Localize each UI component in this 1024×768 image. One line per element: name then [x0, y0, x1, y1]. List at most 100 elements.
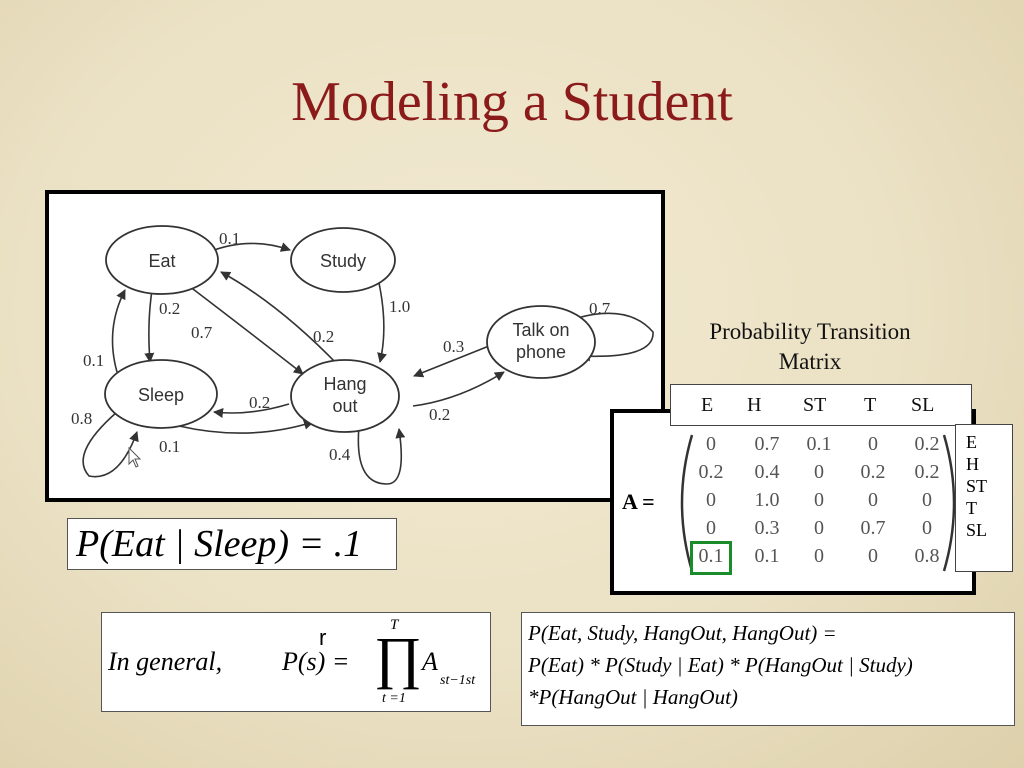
node-study	[290, 227, 396, 293]
row-label-sl: SL	[966, 520, 988, 540]
matrix-cell-r2-c2: 0	[814, 489, 824, 511]
matrix-cell-r4-c0: 0.1	[698, 545, 724, 567]
edge-eat-hang	[188, 285, 304, 375]
edge-label-study-hang: 1.0	[389, 297, 410, 316]
slide-title: Modeling a Student	[291, 71, 733, 133]
edge-label-hang-talk: 0.2	[429, 405, 450, 424]
equation-general-vector-mark: r	[319, 625, 327, 650]
edge-sleep-hang	[178, 419, 314, 434]
edge-eat-sleep	[144, 289, 155, 363]
matrix-cell-r0-c1: 0.7	[754, 433, 780, 455]
edge-talk-talk	[576, 312, 654, 362]
node-talk	[486, 305, 596, 379]
col-header-sl: SL	[911, 394, 935, 416]
edge-label-talk-hang: 0.3	[443, 337, 464, 356]
equation-general: In general, P(s) = r T ∏ t =1 A st−1st	[101, 612, 491, 712]
matrix-cell-r0-c0: 0	[706, 433, 716, 455]
equation-eat-given-sleep: P(Eat | Sleep) = .1	[67, 518, 397, 570]
matrix-caption: Probability Transition Matrix	[672, 317, 948, 377]
equation-general-prefix: In general,	[108, 647, 223, 676]
equation-general-subscript: st−1st	[440, 673, 476, 688]
equation-general-product-upper: T	[390, 617, 399, 633]
node-hang-label-1: Hang	[323, 374, 366, 394]
edge-sleep-eat	[111, 289, 126, 373]
edge-label-sleep-eat: 0.1	[83, 351, 104, 370]
mouse-cursor-icon	[128, 446, 142, 468]
edge-label-talk-talk: 0.7	[589, 299, 611, 318]
state-diagram: Eat Study Sleep Hang out Talk on phone 0…	[45, 190, 665, 502]
node-sleep	[104, 359, 218, 429]
edge-label-eat-hang: 0.7	[191, 323, 213, 342]
matrix-brackets	[680, 434, 956, 572]
matrix-cell-r2-c0: 0	[706, 489, 716, 511]
matrix-cell-r2-c4: 0	[922, 489, 932, 511]
matrix-caption-line1: Probability Transition	[709, 319, 911, 344]
row-label-t: T	[966, 498, 977, 518]
matrix-cell-r0-c2: 0.1	[806, 433, 832, 455]
node-talk-label-2: phone	[516, 342, 566, 362]
col-header-t: T	[864, 394, 877, 416]
col-header-h: H	[747, 394, 762, 416]
matrix-cell-r3-c1: 0.3	[754, 517, 780, 539]
edge-hang-talk	[412, 371, 505, 407]
matrix-symbol: A =	[622, 489, 655, 514]
transition-matrix: A = 0 0.7 0.1 0 0.2 0.2 0.4 0 0.2 0.2 0 1.0 0 0 0 0 0.3 0…	[610, 409, 976, 595]
col-header-e: E	[701, 394, 714, 416]
edge-label-eat-study: 0.1	[219, 229, 240, 248]
matrix-cell-r2-c1: 1.0	[754, 489, 780, 511]
node-sleep-label: Sleep	[138, 385, 184, 405]
edge-eat-study	[208, 242, 291, 253]
node-eat	[105, 225, 219, 295]
matrix-cell-r4-c3: 0	[868, 545, 878, 567]
matrix-cell-r4-c1: 0.1	[754, 545, 780, 567]
edge-label-hang-sleep: 0.2	[249, 393, 270, 412]
edge-hang-eat	[220, 271, 340, 367]
state-diagram-svg: Eat Study Sleep Hang out Talk on phone 0…	[71, 225, 654, 485]
matrix-cell-r3-c2: 0	[814, 517, 824, 539]
matrix-cell-r1-c1: 0.4	[754, 461, 780, 483]
equation-general-lhs: P(s) =	[282, 647, 350, 676]
node-hang-label-2: out	[332, 396, 357, 416]
row-label-e: E	[966, 432, 977, 452]
equation-chain-line2: P(Eat) * P(Study | Eat) * P(HangOut | St…	[528, 653, 913, 677]
equation-chain-line1: P(Eat, Study, HangOut, HangOut) =	[528, 621, 837, 645]
edge-label-hang-hang: 0.4	[329, 445, 351, 464]
equation-general-term: A	[422, 647, 438, 676]
col-header-st: ST	[803, 394, 827, 416]
edge-label-eat-sleep: 0.2	[159, 299, 180, 318]
matrix-cell-r1-c3: 0.2	[860, 461, 886, 483]
matrix-cell-r3-c3: 0.7	[860, 517, 886, 539]
edge-label-hang-eat: 0.2	[313, 327, 334, 346]
edge-hang-hang	[357, 425, 406, 485]
row-label-h: H	[966, 454, 979, 474]
equation-eat-given-sleep-text: P(Eat | Sleep) = .1	[76, 523, 363, 565]
matrix-cell-r2-c3: 0	[868, 489, 878, 511]
matrix-cell-r3-c4: 0	[922, 517, 932, 539]
matrix-cell-r4-c4: 0.8	[914, 545, 940, 567]
matrix-cell-r1-c2: 0	[814, 461, 824, 483]
matrix-cell-r1-c4: 0.2	[914, 461, 940, 483]
matrix-cell-r0-c4: 0.2	[914, 433, 940, 455]
edge-hang-sleep	[213, 403, 290, 418]
node-hang	[290, 359, 400, 433]
equation-general-product-lower: t =1	[382, 691, 406, 706]
edge-study-hang	[376, 273, 387, 363]
row-label-st: ST	[966, 476, 988, 496]
node-study-label: Study	[320, 251, 366, 271]
node-eat-label: Eat	[148, 251, 175, 271]
edge-label-sleep-sleep: 0.8	[71, 409, 92, 428]
matrix-caption-line2: Matrix	[778, 349, 842, 374]
product-icon: ∏	[374, 625, 422, 690]
matrix-column-headers: E H ST T SL	[670, 384, 972, 426]
equation-chain: P(Eat, Study, HangOut, HangOut) = P(Eat)…	[521, 612, 1015, 726]
highlighted-cell	[690, 541, 732, 575]
matrix-cell-r0-c3: 0	[868, 433, 878, 455]
matrix-cell-r1-c0: 0.2	[698, 461, 724, 483]
matrix-row-labels: E H ST T SL	[955, 424, 1013, 572]
node-talk-label-1: Talk on	[512, 320, 569, 340]
matrix-cell-r3-c0: 0	[706, 517, 716, 539]
edge-sleep-sleep	[82, 411, 139, 478]
edge-talk-hang	[413, 345, 490, 378]
equation-chain-line3: *P(HangOut | HangOut)	[528, 685, 738, 709]
edge-label-sleep-hang: 0.1	[159, 437, 180, 456]
